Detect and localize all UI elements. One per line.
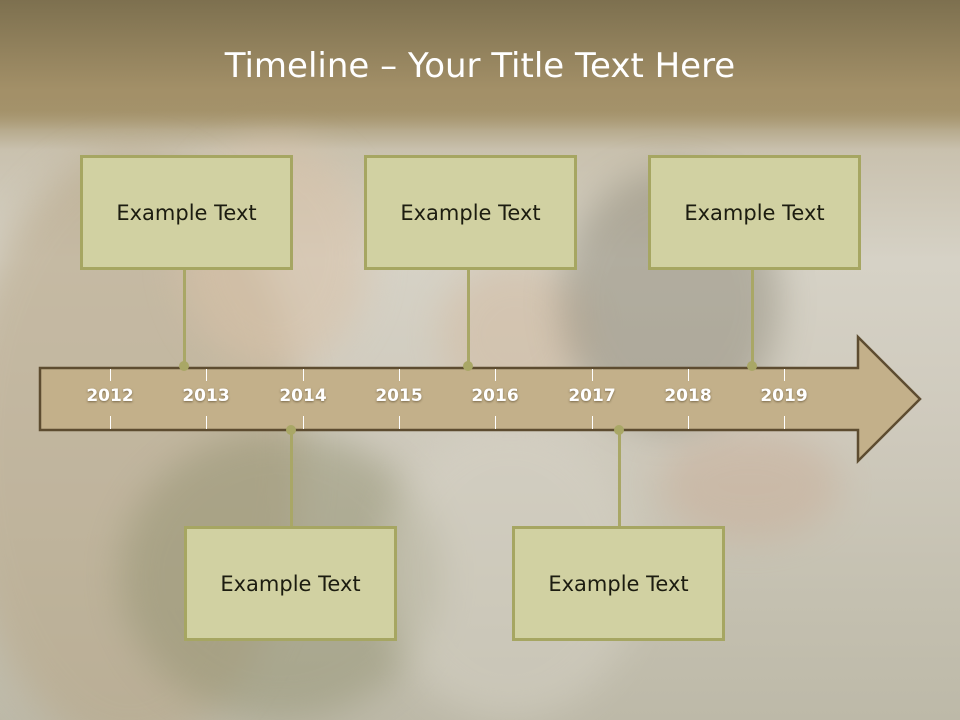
year-label: 2019 bbox=[760, 386, 808, 406]
background-photo-shape bbox=[660, 430, 840, 540]
year-label: 2013 bbox=[182, 386, 230, 406]
slide-title: Timeline – Your Title Text Here bbox=[224, 46, 736, 86]
event-label: Example Text bbox=[684, 200, 825, 225]
event-box-1: Example Text bbox=[80, 155, 293, 270]
year-tick bbox=[399, 369, 400, 381]
event-label: Example Text bbox=[400, 200, 541, 225]
title-band bbox=[0, 0, 960, 130]
year-label: 2014 bbox=[279, 386, 327, 406]
timeline-arrow-shape bbox=[38, 333, 922, 465]
year-tick bbox=[399, 416, 400, 429]
year-tick bbox=[592, 416, 593, 429]
year-tick bbox=[110, 416, 111, 429]
year-label: 2018 bbox=[664, 386, 712, 406]
event-box-2: Example Text bbox=[364, 155, 577, 270]
connector-line bbox=[467, 268, 470, 366]
year-tick bbox=[206, 416, 207, 429]
event-box-5: Example Text bbox=[512, 526, 725, 641]
year-tick bbox=[688, 416, 689, 429]
connector-line bbox=[290, 432, 293, 528]
event-box-4: Example Text bbox=[184, 526, 397, 641]
connector-dot bbox=[179, 361, 189, 371]
year-tick bbox=[495, 369, 496, 381]
event-label: Example Text bbox=[548, 571, 689, 596]
event-box-3: Example Text bbox=[648, 155, 861, 270]
connector-line bbox=[618, 432, 621, 528]
connector-dot bbox=[747, 361, 757, 371]
year-label: 2016 bbox=[471, 386, 519, 406]
connector-line bbox=[751, 268, 754, 366]
year-label: 2017 bbox=[568, 386, 616, 406]
connector-dot bbox=[463, 361, 473, 371]
event-label: Example Text bbox=[220, 571, 361, 596]
year-tick bbox=[110, 369, 111, 381]
year-tick bbox=[688, 369, 689, 381]
year-tick bbox=[592, 369, 593, 381]
year-tick bbox=[206, 369, 207, 381]
year-tick bbox=[495, 416, 496, 429]
year-tick bbox=[784, 416, 785, 429]
year-label: 2015 bbox=[375, 386, 423, 406]
year-tick bbox=[303, 369, 304, 381]
event-label: Example Text bbox=[116, 200, 257, 225]
year-tick bbox=[303, 416, 304, 429]
year-tick bbox=[784, 369, 785, 381]
connector-dot bbox=[286, 425, 296, 435]
year-label: 2012 bbox=[86, 386, 134, 406]
connector-dot bbox=[614, 425, 624, 435]
connector-line bbox=[183, 268, 186, 366]
